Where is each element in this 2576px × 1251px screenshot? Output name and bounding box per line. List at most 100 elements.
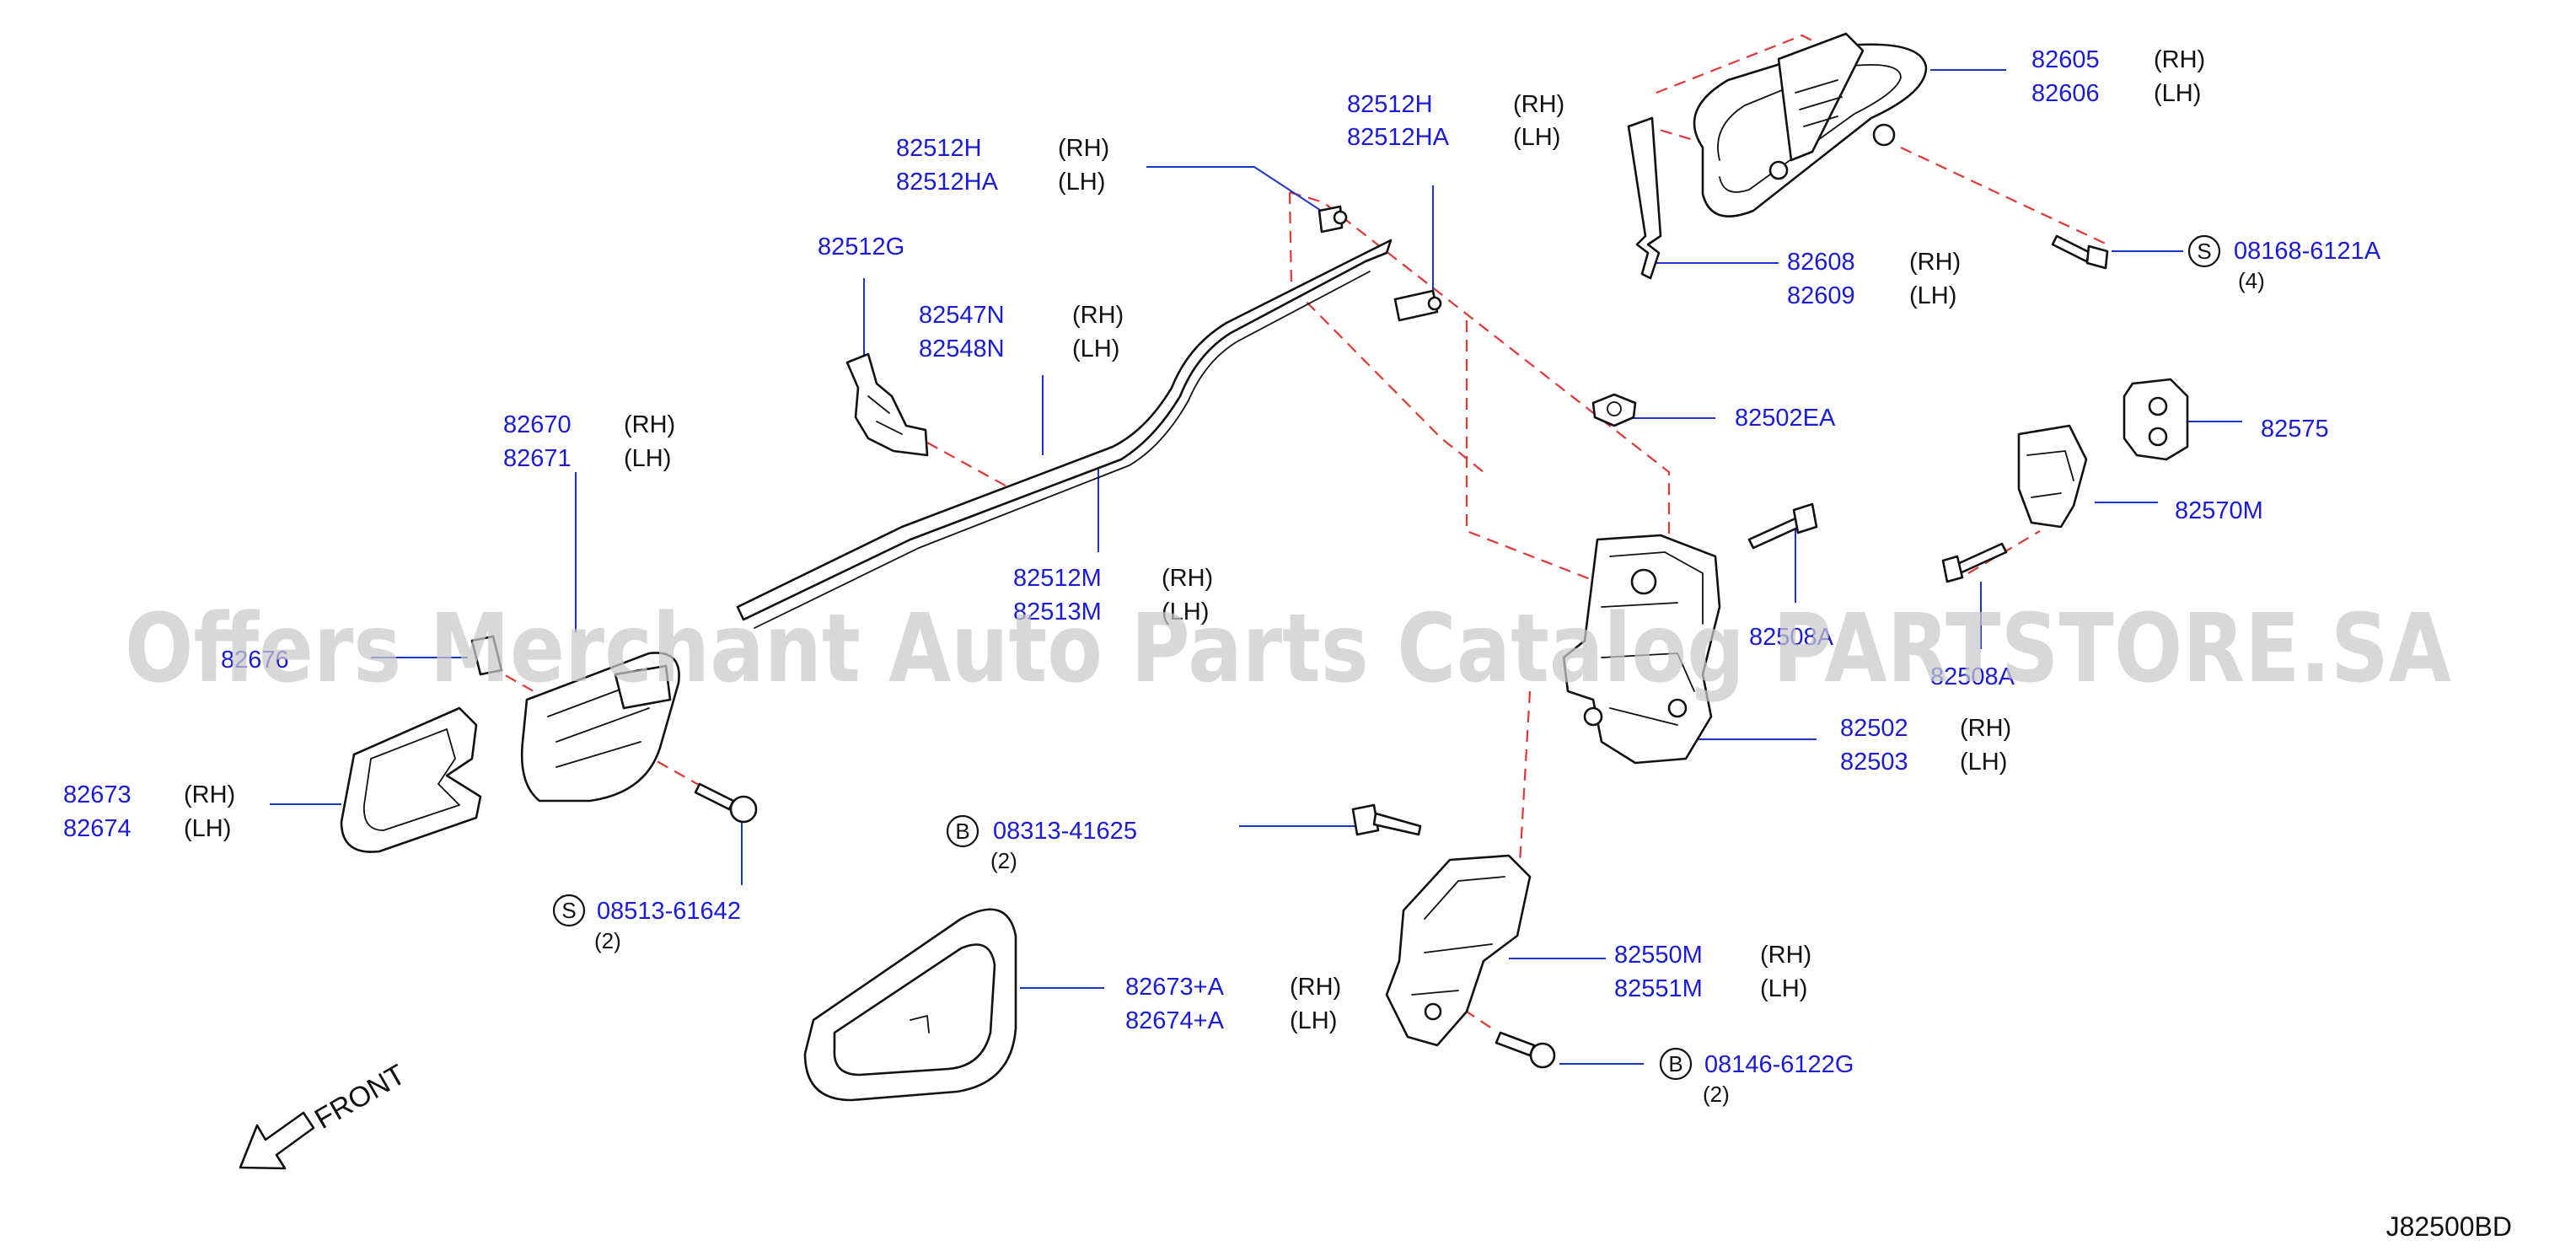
- callout-82512m: 82512M (RH) 82513M (LH): [1013, 565, 1213, 626]
- escutcheon-82673: [340, 706, 482, 853]
- part-number: 82512H: [896, 135, 982, 162]
- part-number: 82503: [1840, 749, 1908, 776]
- part-number: 82502EA: [1735, 405, 1836, 432]
- callout-08513: S 08513-61642 (2): [552, 894, 741, 953]
- callout-08146: B 08146-6122G (2): [1659, 1047, 1854, 1107]
- symbol-letter: S: [561, 898, 576, 923]
- escutcheon-82673a: [803, 908, 1017, 1102]
- symbol-circle: [1659, 1047, 1693, 1081]
- side-label: (LH): [2154, 80, 2201, 107]
- part-number: 08146-6122G: [1704, 1051, 1854, 1078]
- shim-82575: [2123, 378, 2189, 461]
- part-number: 82609: [1787, 282, 1855, 309]
- side-label: (LH): [624, 445, 671, 472]
- front-label: FRONT: [309, 1058, 411, 1135]
- side-label: (RH): [1760, 942, 1811, 969]
- part-number: 08513-61642: [597, 898, 741, 925]
- part-number: 82548N: [919, 336, 1005, 362]
- part-number: 82674: [63, 815, 131, 842]
- side-label: (LH): [1960, 749, 2007, 776]
- callout-82550m: 82550M (RH) 82551M (LH): [1614, 942, 1811, 1002]
- callout-82502ea: 82502EA: [1735, 405, 1836, 432]
- clip-82512h-b: [1393, 289, 1442, 322]
- side-label: (RH): [1162, 565, 1213, 592]
- callout-82676: 82676: [221, 647, 289, 674]
- part-number: 82676: [221, 647, 289, 674]
- callout-82547n: 82547N (RH) 82548N (LH): [919, 302, 1124, 362]
- callout-82673a: 82673+A (RH) 82674+A (LH): [1125, 974, 1341, 1034]
- part-number: 82608: [1787, 249, 1855, 276]
- part-number: 82550M: [1614, 942, 1703, 969]
- callout-82670: 82670 (RH) 82671 (LH): [503, 411, 675, 472]
- part-number: 82670: [503, 411, 572, 438]
- part-number: 82575: [2261, 416, 2329, 443]
- symbol-letter: B: [1668, 1051, 1682, 1077]
- part-number: 82551M: [1614, 975, 1703, 1002]
- callout-82570m: 82570M: [2175, 497, 2263, 524]
- part-number: 82508A: [1749, 624, 1834, 651]
- callout-82605: 82605 (RH) 82606 (LH): [2031, 46, 2205, 107]
- side-label: (RH): [1909, 249, 1961, 276]
- part-number: 82512M: [1013, 565, 1102, 592]
- part-number: 82570M: [2175, 497, 2263, 524]
- door-lock-82502: [1562, 534, 1721, 765]
- front-arrow-icon: [239, 1111, 315, 1170]
- part-number: 82673+A: [1125, 974, 1225, 1001]
- part-number: 82671: [503, 445, 572, 472]
- side-label: (RH): [1058, 135, 1109, 162]
- symbol-circle: [2187, 234, 2221, 268]
- side-label: (RH): [1072, 302, 1124, 329]
- side-label: (LH): [1760, 975, 1807, 1002]
- holder-82512g: [845, 352, 929, 457]
- outside-handle-82605: [1693, 32, 1928, 217]
- symbol-letter: B: [955, 819, 969, 844]
- side-label: (RH): [1513, 91, 1564, 118]
- screw-08313: [1351, 803, 1422, 836]
- grommet-82502ea: [1591, 393, 1637, 427]
- quantity: (2): [1703, 1082, 1730, 1107]
- screw-82508: [1747, 502, 1818, 550]
- part-number: 82513M: [1013, 599, 1102, 626]
- clip-82676: [470, 635, 503, 676]
- part-number: 82547N: [919, 302, 1005, 329]
- callout-82502: 82502 (RH) 82503 (LH): [1840, 715, 2011, 776]
- callout-82608: 82608 (RH) 82609 (LH): [1787, 249, 1961, 309]
- watermark: Offers Merchant Auto Parts Catalog PARTS…: [125, 594, 2451, 704]
- side-label: (LH): [1072, 336, 1119, 362]
- part-number: 08168-6121A: [2234, 238, 2381, 265]
- quantity: (2): [990, 848, 1017, 873]
- part-number: 82673: [63, 781, 131, 808]
- screw-08513: [694, 782, 758, 824]
- part-number: 82512G: [818, 234, 904, 260]
- quantity: (2): [594, 928, 621, 953]
- part-number: 82674+A: [1125, 1007, 1225, 1034]
- side-label: (RH): [2154, 46, 2205, 73]
- quantity: (4): [2238, 268, 2265, 293]
- side-label: (RH): [1290, 974, 1341, 1001]
- assembly-lines: [488, 34, 2108, 1029]
- part-number: 82502: [1840, 715, 1908, 742]
- callout-08168: S 08168-6121A (4): [2187, 234, 2381, 293]
- callout-08313: B 08313-41625 (2): [946, 814, 1137, 873]
- side-label: (LH): [1058, 169, 1105, 196]
- part-number: 82512HA: [896, 169, 999, 196]
- side-label: (LH): [1290, 1007, 1337, 1034]
- striker-82570m: [2017, 424, 2088, 529]
- callout-82512h-top: 82512H (RH) 82512HA (LH): [1347, 91, 1564, 151]
- leader-lines: [270, 69, 2242, 1065]
- inside-handle-82670: [520, 652, 680, 803]
- callout-82673: 82673 (RH) 82674 (LH): [63, 781, 235, 842]
- side-label: (LH): [184, 815, 231, 842]
- callout-82512g: 82512G: [818, 234, 904, 260]
- callout-82575: 82575: [2261, 416, 2329, 443]
- side-label: (RH): [1960, 715, 2011, 742]
- part-number: 82605: [2031, 46, 2100, 73]
- part-number: 82512H: [1347, 91, 1433, 118]
- remote-control-82550m: [1385, 854, 1532, 1047]
- symbol-circle: [946, 814, 979, 848]
- side-label: (RH): [624, 411, 675, 438]
- part-number: 82606: [2031, 80, 2100, 107]
- side-label: (LH): [1162, 599, 1209, 626]
